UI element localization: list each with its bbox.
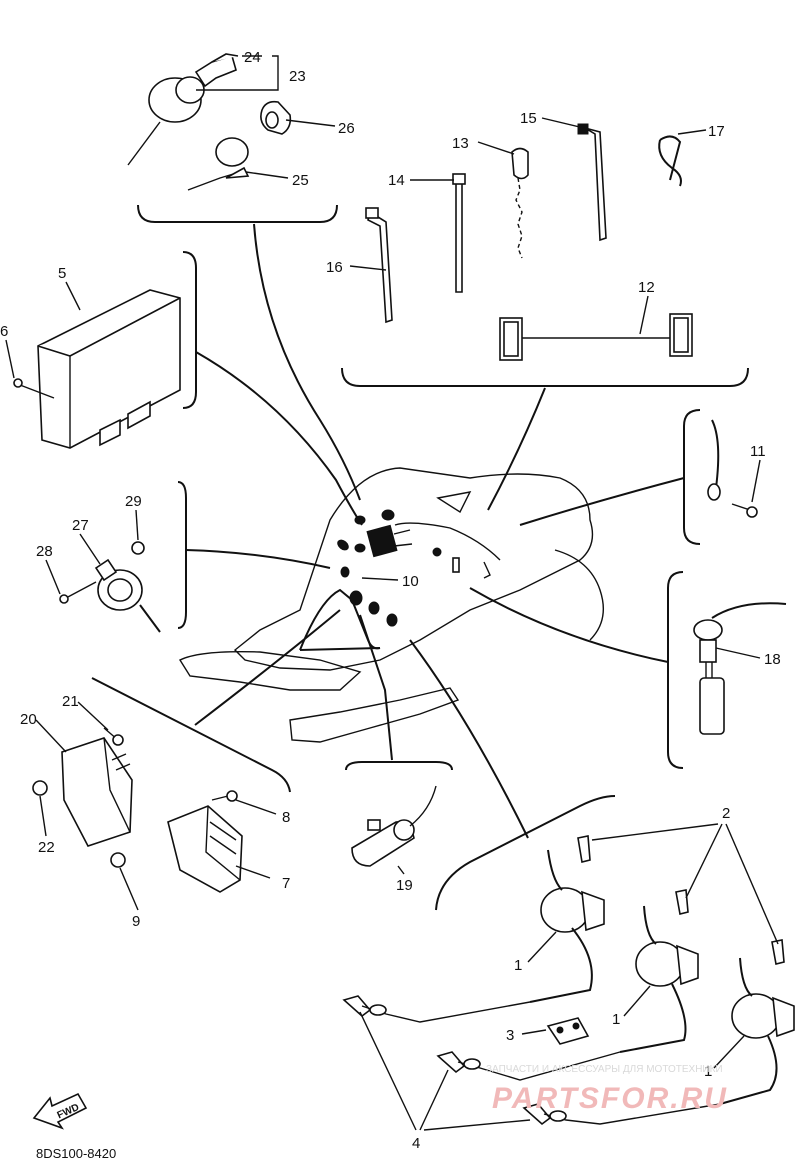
unit-20 — [32, 727, 133, 847]
callout-27: 27 — [72, 517, 89, 534]
sensor-27 — [59, 541, 161, 633]
group-brackets — [91, 204, 749, 911]
callout-labels: 24 23 26 25 15 13 17 14 16 12 5 6 11 29 … — [0, 49, 781, 1152]
callout-3: 3 — [506, 1027, 514, 1044]
main-switch-23 — [127, 53, 239, 166]
callout-9: 9 — [132, 913, 140, 930]
callout-23: 23 — [289, 68, 306, 85]
callout-19: 19 — [396, 877, 413, 894]
callout-25: 25 — [292, 172, 309, 189]
leader-lines — [185, 223, 685, 839]
ignition-coil-c — [719, 939, 795, 1105]
switch-25 — [187, 137, 250, 191]
callout-13: 13 — [452, 135, 469, 152]
frame-sketch — [178, 467, 604, 743]
key-26 — [260, 100, 292, 135]
callout-1c: 1 — [704, 1063, 712, 1080]
callout-12: 12 — [638, 279, 655, 296]
callout-1a: 1 — [514, 957, 522, 974]
ignition-coil-b — [619, 889, 699, 1053]
diagram-code: 8DS100-8420 — [36, 1146, 116, 1160]
callout-10: 10 — [402, 573, 419, 590]
callout-20: 20 — [20, 711, 37, 728]
callout-21: 21 — [62, 693, 79, 710]
callout-24: 24 — [244, 49, 261, 66]
sensor-18 — [693, 602, 787, 735]
callout-29: 29 — [125, 493, 142, 510]
callout-18: 18 — [764, 651, 781, 668]
callout-2: 2 — [722, 805, 730, 822]
unit-7 — [110, 790, 243, 893]
ground-lead-11 — [707, 419, 758, 518]
harness-connectors — [337, 509, 491, 627]
callout-6: 6 — [0, 323, 8, 340]
cdi-unit-5 — [13, 289, 181, 449]
callout-22: 22 — [38, 839, 55, 856]
capacitor-19 — [351, 785, 437, 867]
plug-caps-4 — [342, 995, 721, 1126]
callout-16: 16 — [326, 259, 343, 276]
fwd-arrow: FWD — [32, 1092, 88, 1130]
bands-clips — [365, 123, 693, 361]
callout-leaders — [5, 55, 779, 1131]
watermark: ЗАПЧАСТИ И АКСЕССУАРЫ ДЛЯ МОТОТЕХНИКИ PA… — [486, 1064, 728, 1115]
callout-1b: 1 — [612, 1011, 620, 1028]
callout-15: 15 — [520, 110, 537, 127]
callout-4: 4 — [412, 1135, 420, 1152]
callout-28: 28 — [36, 543, 53, 560]
watermark-tagline: ЗАПЧАСТИ И АКСЕССУАРЫ ДЛЯ МОТОТЕХНИКИ — [486, 1064, 723, 1075]
watermark-brand: PARTSFOR.RU — [492, 1082, 728, 1115]
callout-5: 5 — [58, 265, 66, 282]
callout-26: 26 — [338, 120, 355, 137]
ignition-coil-a — [529, 835, 605, 1003]
callout-7: 7 — [282, 875, 290, 892]
callout-17: 17 — [708, 123, 725, 140]
callout-11: 11 — [750, 443, 766, 460]
callout-14: 14 — [388, 172, 405, 189]
callout-8: 8 — [282, 809, 290, 826]
